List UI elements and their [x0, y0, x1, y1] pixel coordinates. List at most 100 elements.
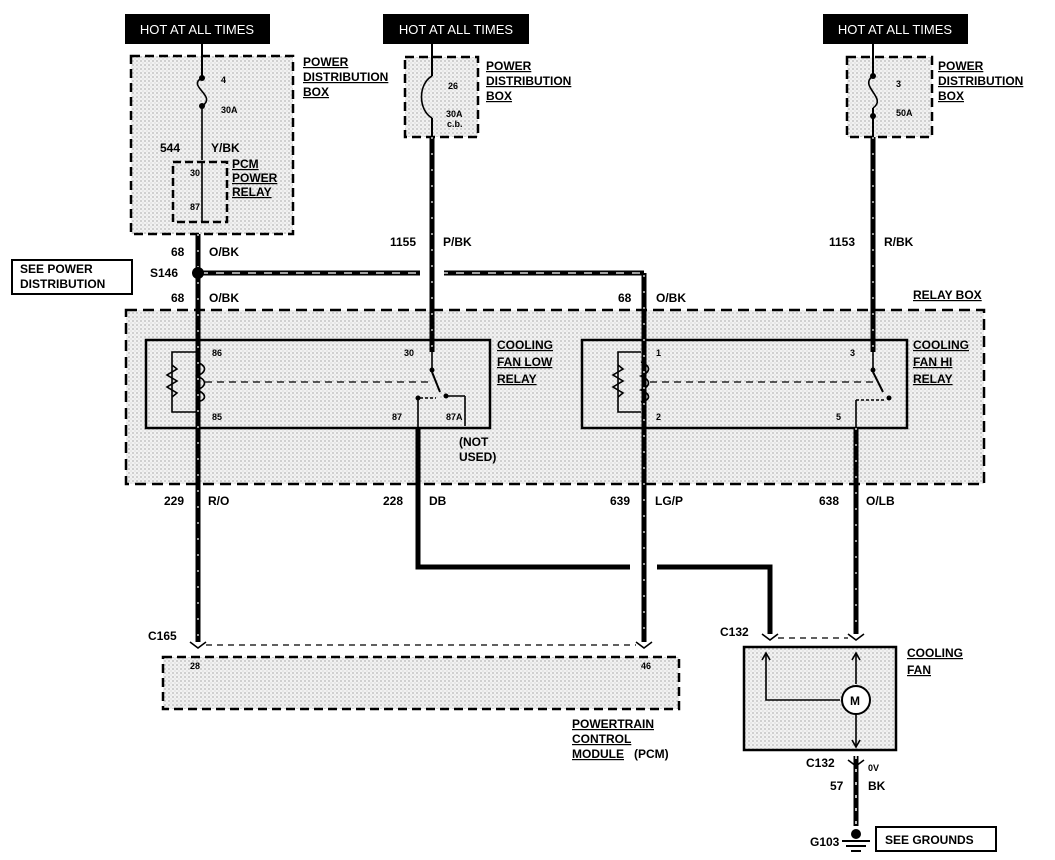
svg-text:BOX: BOX: [938, 89, 964, 103]
connector-c132-bottom: C132 0V: [806, 756, 879, 773]
svg-text:86: 86: [212, 348, 222, 358]
power-distribution-box-middle: 26 30A c.b. POWER DISTRIBUTION BOX: [403, 44, 571, 139]
hot-label-middle: HOT AT ALL TIMES: [383, 14, 529, 44]
svg-text:BOX: BOX: [303, 85, 329, 99]
svg-text:FAN: FAN: [907, 663, 931, 677]
svg-text:30: 30: [404, 348, 414, 358]
svg-text:BK: BK: [868, 779, 886, 793]
svg-text:2: 2: [656, 412, 661, 422]
svg-text:229: 229: [164, 494, 184, 508]
svg-text:57: 57: [830, 779, 844, 793]
wire-544-num: 544: [160, 141, 180, 155]
svg-text:639: 639: [610, 494, 630, 508]
fuse-pin-left: 4: [221, 75, 226, 85]
svg-text:C132: C132: [806, 756, 835, 770]
svg-text:R/BK: R/BK: [884, 235, 914, 249]
svg-text:3: 3: [850, 348, 855, 358]
svg-text:DISTRIBUTION: DISTRIBUTION: [486, 74, 571, 88]
svg-text:87: 87: [392, 412, 402, 422]
svg-text:R/O: R/O: [208, 494, 229, 508]
svg-text:HOT AT ALL TIMES: HOT AT ALL TIMES: [838, 22, 952, 37]
svg-text:C165: C165: [148, 629, 177, 643]
svg-text:(PCM): (PCM): [634, 747, 669, 761]
svg-text:87: 87: [190, 202, 200, 212]
svg-text:68: 68: [171, 245, 185, 259]
svg-text:68: 68: [171, 291, 185, 305]
svg-text:FAN HI: FAN HI: [913, 355, 952, 369]
svg-text:5: 5: [836, 412, 841, 422]
svg-text:68: 68: [618, 291, 632, 305]
powertrain-control-module: 28 46 POWERTRAIN CONTROL MODULE (PCM): [161, 655, 681, 761]
svg-text:(NOT: (NOT: [459, 435, 489, 449]
svg-text:POWER: POWER: [303, 55, 349, 69]
svg-text:O/BK: O/BK: [656, 291, 686, 305]
svg-text:COOLING: COOLING: [907, 646, 963, 660]
svg-text:30A: 30A: [446, 109, 463, 119]
connector-c165: C165: [148, 629, 653, 649]
svg-text:c.b.: c.b.: [447, 119, 463, 129]
hot-label-right: HOT AT ALL TIMES: [823, 14, 968, 44]
svg-text:3: 3: [896, 79, 901, 89]
motor-icon: M: [850, 694, 860, 708]
hot-label-left: HOT AT ALL TIMES: [125, 14, 270, 44]
splice-s146-dot: [192, 267, 204, 279]
svg-text:RELAY: RELAY: [913, 372, 953, 386]
svg-text:POWERTRAIN: POWERTRAIN: [572, 717, 654, 731]
see-power-distribution-box[interactable]: SEE POWER DISTRIBUTION: [11, 259, 133, 295]
svg-text:28: 28: [190, 661, 200, 671]
svg-text:POWER: POWER: [486, 59, 532, 73]
see-grounds-box[interactable]: SEE GROUNDS: [875, 826, 997, 852]
pcm-power-relay: 30 87 PCM POWER RELAY: [171, 157, 278, 224]
svg-text:HOT AT ALL TIMES: HOT AT ALL TIMES: [140, 22, 254, 37]
svg-text:COOLING: COOLING: [913, 338, 969, 352]
svg-text:RELAY: RELAY: [497, 372, 537, 386]
svg-text:C132: C132: [720, 625, 749, 639]
svg-text:1155: 1155: [390, 235, 416, 249]
svg-text:50A: 50A: [896, 108, 913, 118]
svg-text:O/LB: O/LB: [866, 494, 895, 508]
svg-text:O/BK: O/BK: [209, 245, 239, 259]
svg-text:87A: 87A: [446, 412, 463, 422]
svg-text:638: 638: [819, 494, 839, 508]
svg-text:1: 1: [656, 348, 661, 358]
cooling-fan: M COOLING FAN: [742, 645, 963, 752]
svg-text:228: 228: [383, 494, 403, 508]
svg-text:CONTROL: CONTROL: [572, 732, 631, 746]
svg-text:DISTRIBUTION: DISTRIBUTION: [303, 70, 388, 84]
cooling-fan-hi-relay: 1 2 3 5 COOLING FAN HI RELAY: [580, 338, 969, 430]
wires: [195, 137, 876, 826]
svg-text:G103: G103: [810, 835, 840, 849]
svg-text:30: 30: [190, 168, 200, 178]
svg-text:POWER: POWER: [232, 171, 278, 185]
svg-text:COOLING: COOLING: [497, 338, 553, 352]
svg-text:85: 85: [212, 412, 222, 422]
fuse-rating-left: 30A: [221, 105, 238, 115]
svg-text:LG/P: LG/P: [655, 494, 683, 508]
svg-text:PCM: PCM: [232, 157, 259, 171]
cooling-fan-low-relay: 86 85 30 87 87A COOLING FAN LOW RELAY (N…: [144, 338, 553, 464]
svg-text:P/BK: P/BK: [443, 235, 472, 249]
ground-g103: G103: [810, 829, 870, 852]
svg-text:O/BK: O/BK: [209, 291, 239, 305]
svg-text:DB: DB: [429, 494, 447, 508]
svg-text:0V: 0V: [868, 763, 879, 773]
ground-icon: [851, 829, 861, 839]
svg-text:FAN LOW: FAN LOW: [497, 355, 553, 369]
connector-c132-top: C132: [720, 625, 865, 641]
svg-text:SEE POWER: SEE POWER: [20, 262, 93, 276]
svg-text:46: 46: [641, 661, 651, 671]
svg-text:S146: S146: [150, 266, 178, 280]
power-distribution-box-right: 3 50A POWER DISTRIBUTION BOX: [845, 44, 1023, 139]
power-distribution-box-left: 4 30A POWER DISTRIBUTION BOX 544 Y/BK: [129, 44, 388, 236]
svg-text:USED): USED): [459, 450, 496, 464]
svg-text:BOX: BOX: [486, 89, 512, 103]
svg-text:RELAY: RELAY: [232, 185, 272, 199]
svg-text:MODULE: MODULE: [572, 747, 624, 761]
svg-text:SEE GROUNDS: SEE GROUNDS: [885, 833, 974, 847]
svg-text:1153: 1153: [829, 235, 855, 249]
svg-text:DISTRIBUTION: DISTRIBUTION: [938, 74, 1023, 88]
svg-text:RELAY BOX: RELAY BOX: [913, 288, 982, 302]
svg-text:26: 26: [448, 81, 458, 91]
svg-text:POWER: POWER: [938, 59, 984, 73]
